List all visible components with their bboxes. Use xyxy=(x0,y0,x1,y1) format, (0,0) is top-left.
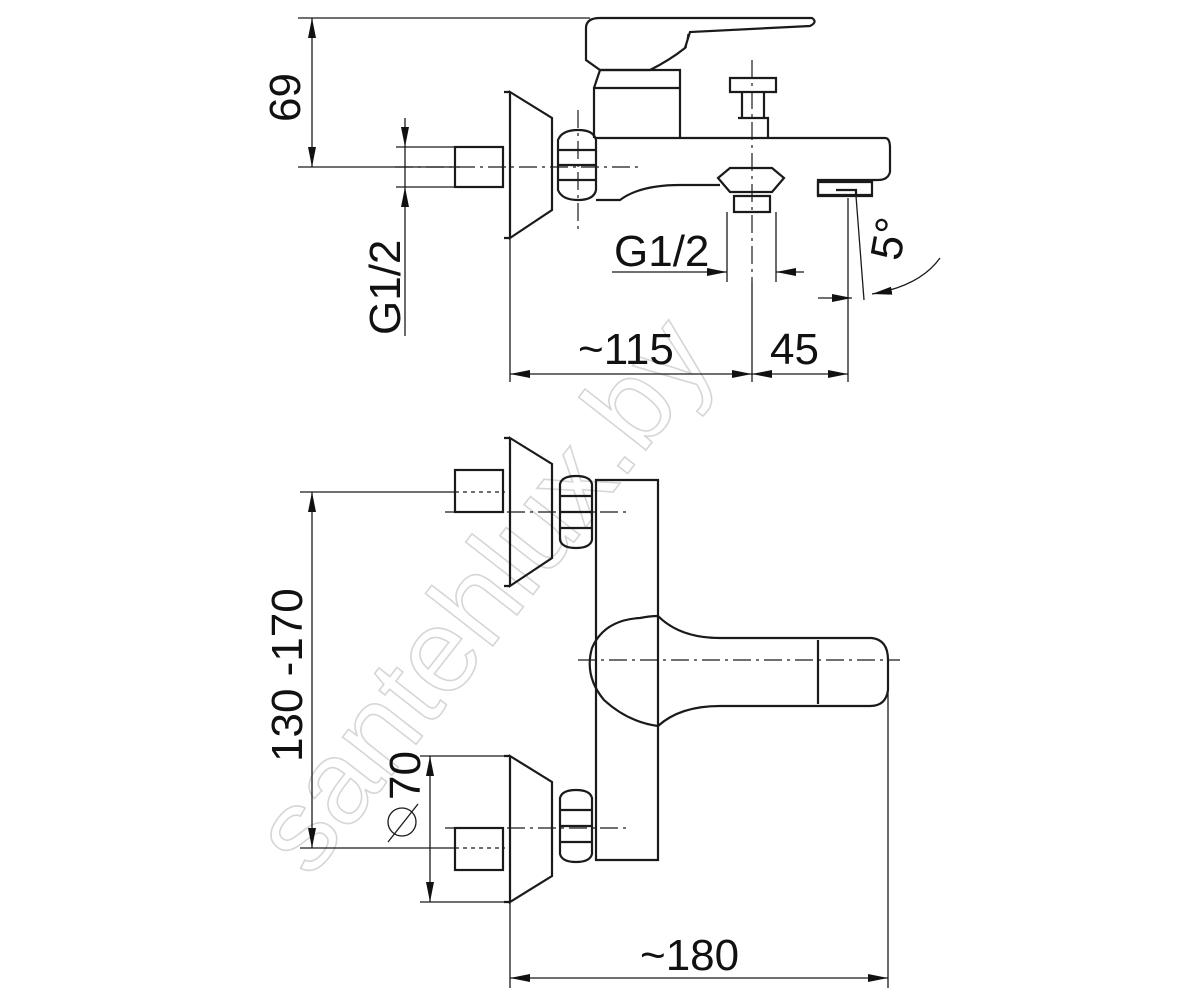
side-hex-nut xyxy=(556,128,598,202)
side-body xyxy=(596,136,892,202)
front-view: 130 -170 70 ~180 xyxy=(263,436,900,988)
dim-centers-130-170: 130 -170 xyxy=(263,588,312,762)
dim-thread-bottom: G1/2 xyxy=(614,227,709,276)
dim-height-69: 69 xyxy=(261,73,310,122)
front-lower-nut xyxy=(558,788,594,864)
front-upper-flange xyxy=(504,436,554,589)
dim-length-115: ~115 xyxy=(578,325,674,374)
side-view: 69 G1/2 G1/2 ~115 45 5° xyxy=(261,16,941,382)
side-diverter-knob xyxy=(728,76,778,138)
front-upper-nut xyxy=(558,474,594,550)
dim-thread-left: G1/2 xyxy=(361,240,410,335)
dim-flange-70: 70 xyxy=(381,751,430,800)
front-lever xyxy=(588,614,890,728)
dim-width-180: ~180 xyxy=(640,931,739,980)
side-diverter-base xyxy=(716,166,786,214)
dim-angle-5: 5° xyxy=(862,214,918,264)
side-lever xyxy=(584,16,816,72)
front-lower-flange xyxy=(504,754,554,904)
side-wall-flange xyxy=(504,90,554,241)
side-cartridge xyxy=(592,68,682,138)
diameter-symbol xyxy=(387,803,419,843)
front-lower-inlet xyxy=(453,826,505,872)
dim-spout-45: 45 xyxy=(770,325,819,374)
side-spout-outlet xyxy=(816,180,874,198)
front-body xyxy=(594,478,660,862)
